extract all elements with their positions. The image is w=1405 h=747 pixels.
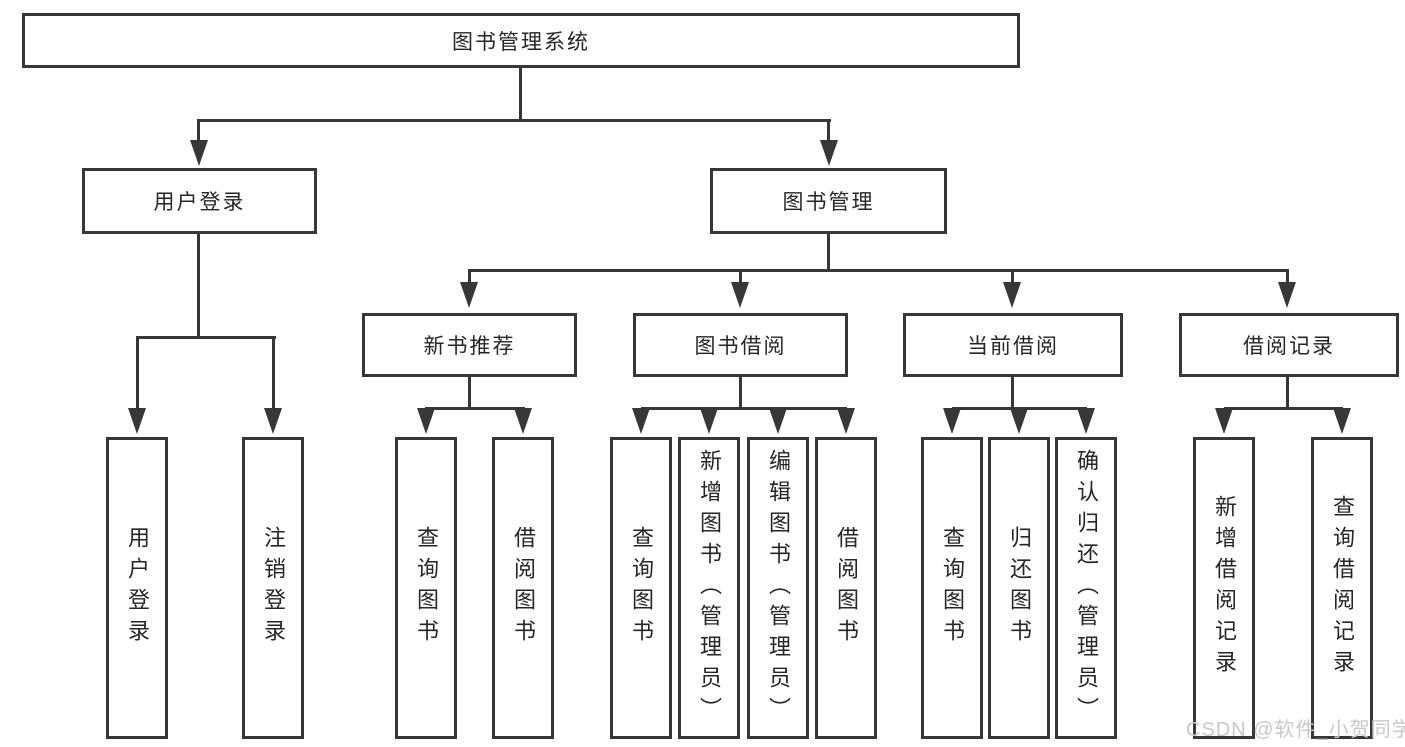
node-label: 新书推荐 (423, 335, 516, 358)
connector-line (197, 121, 200, 143)
node-label: 借阅记录 (1243, 335, 1335, 358)
connector-line (1011, 377, 1014, 409)
node-user-login: 用户登录 (82, 168, 317, 234)
connector-line (197, 119, 831, 122)
connector-arrow (731, 282, 749, 308)
connector-arrow (1215, 408, 1233, 434)
watermark: CSDN @软件_小贺同学 (1186, 719, 1405, 741)
connector-line (1224, 407, 1343, 410)
connector-line (425, 407, 525, 410)
node-label: 借阅图书 (834, 526, 859, 650)
node-label: 确认归还（管理员） (1074, 448, 1099, 728)
leaf-logout: 注销登录 (242, 437, 304, 739)
leaf-query-books-recommend: 查询图书 (395, 437, 457, 739)
leaf-query-books-current: 查询图书 (921, 437, 983, 739)
connector-arrow (514, 408, 532, 434)
node-label: 查询图书 (414, 526, 439, 650)
connector-arrow (417, 408, 435, 434)
node-borrow-records: 借阅记录 (1179, 313, 1399, 377)
connector-arrow (190, 140, 208, 166)
connector-arrow (700, 408, 718, 434)
node-label: 当前借阅 (967, 335, 1059, 358)
node-current-borrow: 当前借阅 (903, 313, 1123, 377)
node-book-management: 图书管理 (710, 168, 947, 234)
connector-line (136, 336, 276, 339)
connector-line (1286, 377, 1289, 409)
connector-line (827, 121, 830, 143)
connector-line (197, 234, 200, 338)
node-label: 新增借阅记录 (1212, 495, 1237, 681)
connector-line (739, 377, 742, 409)
node-label: 新增图书（管理员） (697, 448, 722, 728)
connector-line (1011, 272, 1014, 284)
leaf-return-book: 归还图书 (988, 437, 1050, 739)
connector-line (827, 234, 830, 272)
connector-line (641, 407, 847, 410)
connector-line (1286, 272, 1289, 284)
connector-arrow (1077, 408, 1095, 434)
connector-arrow (837, 408, 855, 434)
connector-line (519, 68, 522, 121)
node-label: 查询图书 (940, 526, 965, 650)
node-label: 编辑图书（管理员） (766, 448, 791, 728)
connector-arrow (769, 408, 787, 434)
node-label: 图书借阅 (694, 335, 787, 358)
node-label: 用户登录 (125, 526, 150, 650)
connector-line (739, 272, 742, 284)
connector-arrow (1333, 408, 1351, 434)
connector-line (468, 272, 471, 284)
node-label: 查询图书 (629, 526, 654, 650)
connector-arrow (1010, 408, 1028, 434)
leaf-add-borrow-record: 新增借阅记录 (1193, 437, 1255, 739)
node-book-borrow: 图书借阅 (633, 313, 848, 377)
node-label: 归还图书 (1007, 526, 1032, 650)
leaf-query-borrow-record: 查询借阅记录 (1311, 437, 1373, 739)
node-label: 图书管理系统 (452, 30, 590, 54)
node-label: 注销登录 (261, 526, 286, 650)
leaf-edit-book-admin: 编辑图书（管理员） (747, 437, 809, 739)
node-new-book-recommend: 新书推荐 (362, 313, 577, 377)
leaf-borrow-books-recommend: 借阅图书 (492, 437, 554, 739)
node-label: 借阅图书 (511, 526, 536, 650)
leaf-add-book-admin: 新增图书（管理员） (678, 437, 740, 739)
node-label: 用户登录 (153, 191, 246, 214)
connector-line (272, 336, 275, 412)
connector-arrow (264, 408, 282, 434)
node-label: 图书管理 (782, 191, 875, 214)
leaf-query-books-borrow: 查询图书 (610, 437, 672, 739)
leaf-user-login: 用户登录 (106, 437, 168, 739)
connector-arrow (1003, 282, 1021, 308)
connector-arrow (128, 408, 146, 434)
connector-arrow (943, 408, 961, 434)
connector-arrow (820, 140, 838, 166)
connector-arrow (632, 408, 650, 434)
connector-arrow (1278, 282, 1296, 308)
connector-arrow (460, 282, 478, 308)
node-label: 查询借阅记录 (1330, 495, 1355, 681)
connector-line (468, 269, 1289, 272)
connector-line (468, 377, 471, 409)
node-root: 图书管理系统 (22, 13, 1020, 68)
leaf-borrow-books-borrow: 借阅图书 (815, 437, 877, 739)
connector-line (136, 336, 139, 412)
leaf-confirm-return-admin: 确认归还（管理员） (1055, 437, 1117, 739)
